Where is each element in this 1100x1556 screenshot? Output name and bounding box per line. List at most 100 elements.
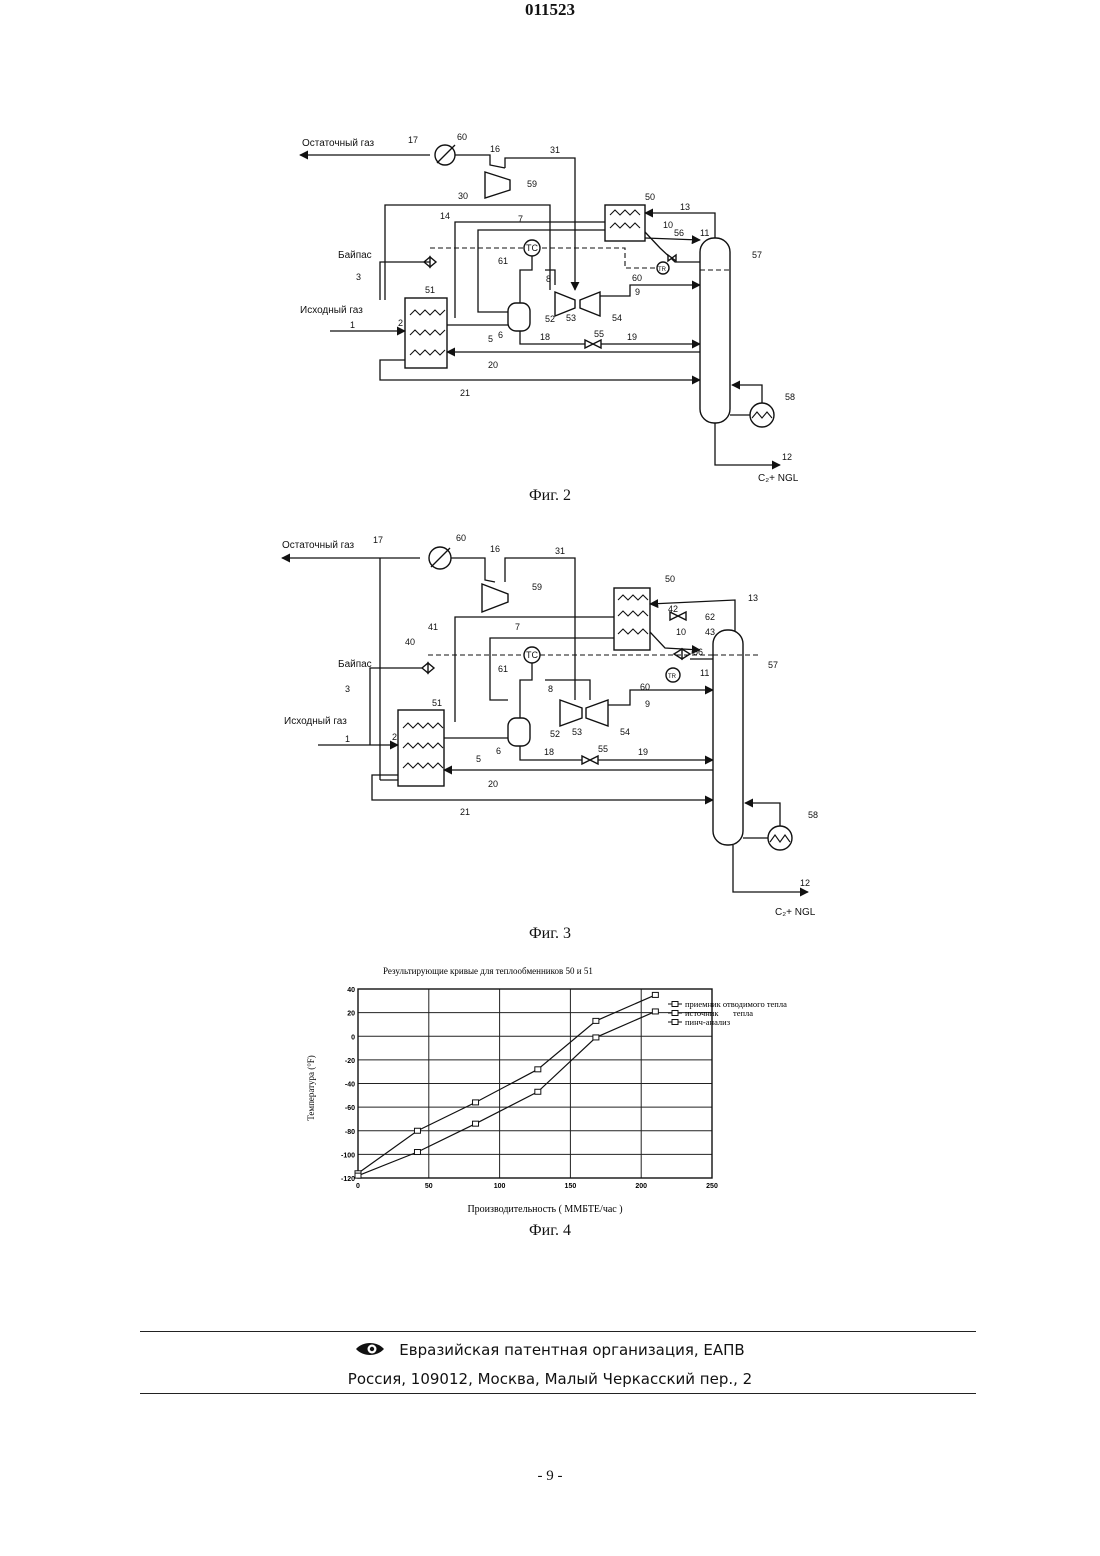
column-57 [700, 238, 730, 423]
y-tick-label: -80 [345, 1129, 355, 1136]
num-8: 8 [546, 274, 551, 284]
num-43: 43 [705, 627, 715, 637]
num-59: 59 [527, 179, 537, 189]
data-point [414, 1150, 420, 1155]
valve-55 [582, 756, 598, 764]
num-57: 57 [752, 250, 762, 260]
data-point [593, 1035, 599, 1040]
legend-marker [672, 1002, 678, 1007]
x-tick-label: 0 [356, 1183, 360, 1190]
label-feed-gas: Исходный газ [284, 716, 347, 727]
data-point [414, 1128, 420, 1133]
label-bypass: Байпас [338, 659, 372, 670]
footer-address: Россия, 109012, Москва, Малый Черкасский… [0, 1370, 1100, 1388]
data-point [535, 1067, 541, 1072]
num-57: 57 [768, 660, 778, 670]
num-1: 1 [345, 734, 350, 744]
label-bypass: Байпас [338, 250, 372, 261]
num-31: 31 [555, 546, 565, 556]
y-tick-label: -60 [345, 1105, 355, 1112]
label-residual-gas: Остаточный газ [302, 138, 375, 149]
num-10: 10 [663, 220, 673, 230]
expander-53 [560, 700, 582, 726]
num-17: 17 [408, 135, 418, 145]
num-59: 59 [532, 582, 542, 592]
num-52: 52 [545, 314, 555, 324]
y-tick-label: -20 [345, 1058, 355, 1065]
chart-title: Результирующие кривые для теплообменнико… [383, 966, 593, 976]
x-tick-label: 200 [635, 1183, 647, 1190]
num-50: 50 [645, 192, 655, 202]
num-3: 3 [356, 272, 361, 282]
stream-12 [715, 423, 780, 465]
eapo-logo-icon [355, 1340, 385, 1358]
valve-56 [674, 649, 690, 659]
stream-12 [733, 845, 808, 892]
label-tr: TR [668, 674, 677, 680]
num-60: 60 [456, 533, 466, 543]
num-61: 61 [498, 256, 508, 266]
num-18: 18 [544, 747, 554, 757]
bypass-valve [422, 663, 434, 673]
num-53: 53 [572, 727, 582, 737]
label-product: C₂+ NGL [758, 473, 799, 484]
num-16: 16 [490, 544, 500, 554]
num-21: 21 [460, 388, 470, 398]
num-52: 52 [550, 729, 560, 739]
num-51: 51 [432, 698, 442, 708]
x-tick-label: 100 [494, 1183, 506, 1190]
num-11: 11 [700, 228, 709, 238]
num-61: 61 [498, 664, 508, 674]
num-54: 54 [620, 727, 630, 737]
num-60b: 60 [632, 273, 642, 283]
num-58: 58 [785, 392, 795, 402]
figure-4-caption: Фиг. 4 [0, 1222, 1100, 1240]
figure-2-caption: Фиг. 2 [0, 487, 1100, 505]
num-1: 1 [350, 320, 355, 330]
num-7: 7 [518, 214, 523, 224]
num-5: 5 [488, 334, 493, 344]
data-point [355, 1173, 361, 1178]
column-57 [713, 630, 743, 845]
footer-organization: Евразийская патентная организация, ЕАПВ [0, 1340, 1100, 1359]
num-6: 6 [498, 330, 503, 340]
x-tick-label: 50 [425, 1183, 433, 1190]
data-point [652, 992, 658, 997]
num-53: 53 [566, 313, 576, 323]
x-tick-label: 150 [565, 1183, 577, 1190]
page-number: - 9 - [0, 1468, 1100, 1485]
label-feed-gas: Исходный газ [300, 305, 363, 316]
num-60: 60 [457, 132, 467, 142]
data-point [652, 1009, 658, 1014]
num-40: 40 [405, 637, 415, 647]
num-62: 62 [705, 612, 715, 622]
num-9: 9 [645, 699, 650, 709]
label-tc: TC [526, 243, 538, 253]
data-point [473, 1121, 479, 1126]
x-tick-label: 250 [706, 1183, 718, 1190]
legend-entry: пинч-анализ [685, 1017, 731, 1027]
num-10: 10 [676, 627, 686, 637]
chart-series [355, 992, 658, 1178]
reboiler-58 [750, 403, 774, 427]
num-9: 9 [635, 287, 640, 297]
legend-marker [672, 1011, 678, 1016]
stream-9 [608, 690, 713, 705]
num-5: 5 [476, 754, 481, 764]
exchanger-51 [398, 710, 444, 786]
num-42: 42 [668, 604, 678, 614]
num-54: 54 [612, 313, 622, 323]
stream-31 [505, 158, 575, 290]
y-tick-label: 20 [347, 1011, 355, 1018]
num-55: 55 [598, 744, 608, 754]
num-19: 19 [627, 332, 637, 342]
figure-4-chart: Результирующие кривые для теплообменнико… [300, 960, 820, 1225]
chart-legend: приемник отводимого теплаисточникпинч-ан… [668, 999, 787, 1027]
num-31: 31 [550, 145, 560, 155]
figure-3-caption: Фиг. 3 [0, 925, 1100, 943]
num-51: 51 [425, 285, 435, 295]
label-tc: TC [526, 650, 538, 660]
figure-2-diagram: Остаточный газ 17 60 16 31 59 30 50 13 1… [0, 0, 1100, 520]
chart-grid [358, 989, 712, 1178]
num-60b: 60 [640, 682, 650, 692]
